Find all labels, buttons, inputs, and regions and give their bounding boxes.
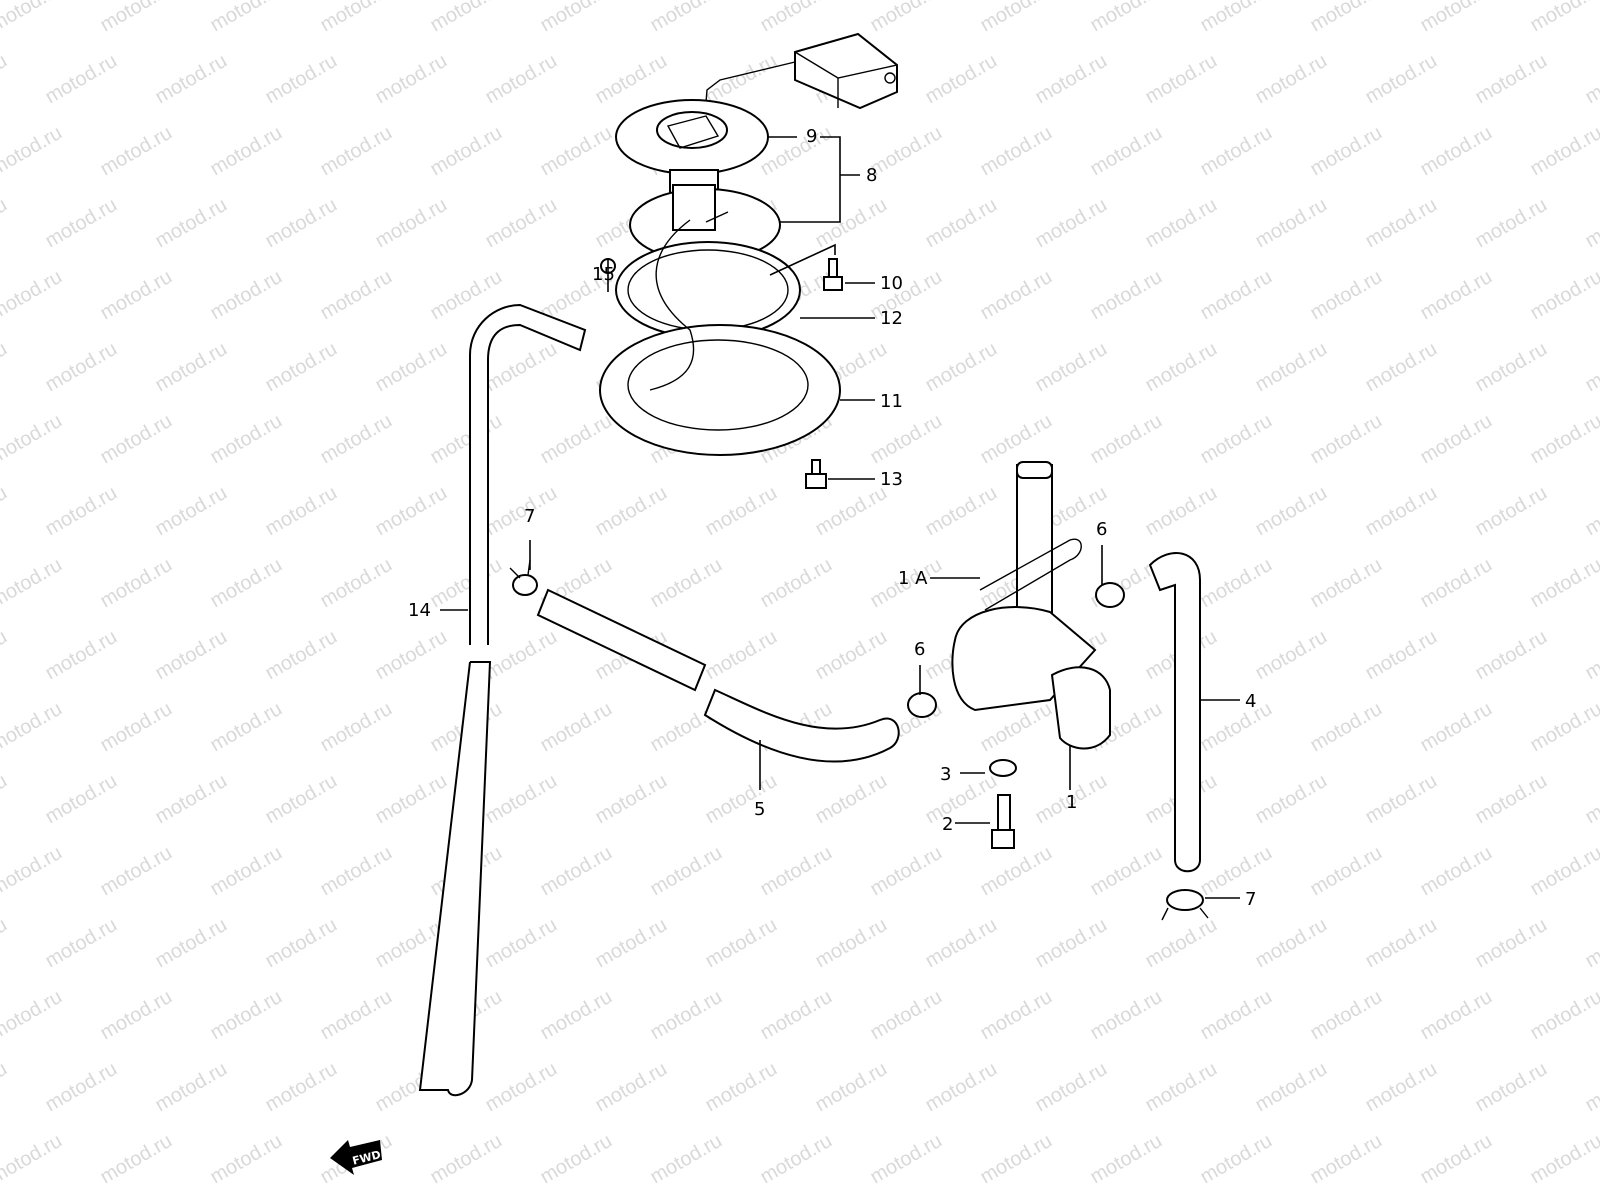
sender-wire: [649, 219, 695, 391]
washer-3: [989, 759, 1017, 777]
callout-8: 8: [866, 165, 877, 186]
callout-1A: 1 A: [898, 568, 928, 589]
callout-9: 9: [806, 126, 817, 147]
callout-5: 5: [754, 799, 765, 820]
callout-7-bottom: 7: [1245, 889, 1256, 910]
mounting-ring: [599, 324, 841, 456]
callout-1: 1: [1066, 792, 1077, 813]
callout-13: 13: [880, 469, 903, 490]
callout-3: 3: [940, 764, 951, 785]
fuel-cock-assembly: [951, 461, 1111, 750]
callout-2: 2: [942, 814, 953, 835]
clamp-7-bottom: [1161, 889, 1209, 921]
clamp-6-left: [907, 692, 937, 718]
callout-12: 12: [880, 308, 903, 329]
callout-6-left: 6: [914, 639, 925, 660]
fwd-arrow-badge: FWD: [330, 1140, 382, 1175]
callout-4: 4: [1245, 691, 1256, 712]
hose-14: [418, 303, 587, 1097]
gasket: [615, 241, 801, 339]
screw-2: [991, 794, 1015, 849]
callout-14: 14: [408, 600, 431, 621]
bolt-10: [823, 258, 843, 291]
callout-7-left: 7: [524, 506, 535, 527]
callout-10: 10: [880, 273, 903, 294]
callout-6-right: 6: [1096, 519, 1107, 540]
clamp-7-left: [509, 559, 538, 596]
hose-4: [1148, 552, 1201, 873]
bolt-13: [805, 459, 827, 489]
clamp-6-right: [1095, 582, 1125, 608]
leader-lines: [440, 136, 1240, 899]
fuel-gauge-sender-unit: [704, 32, 898, 116]
sender-flange-lower: [629, 184, 781, 262]
callout-11: 11: [880, 391, 903, 412]
callout-15: 15: [592, 264, 615, 285]
hose-5: [536, 588, 900, 763]
